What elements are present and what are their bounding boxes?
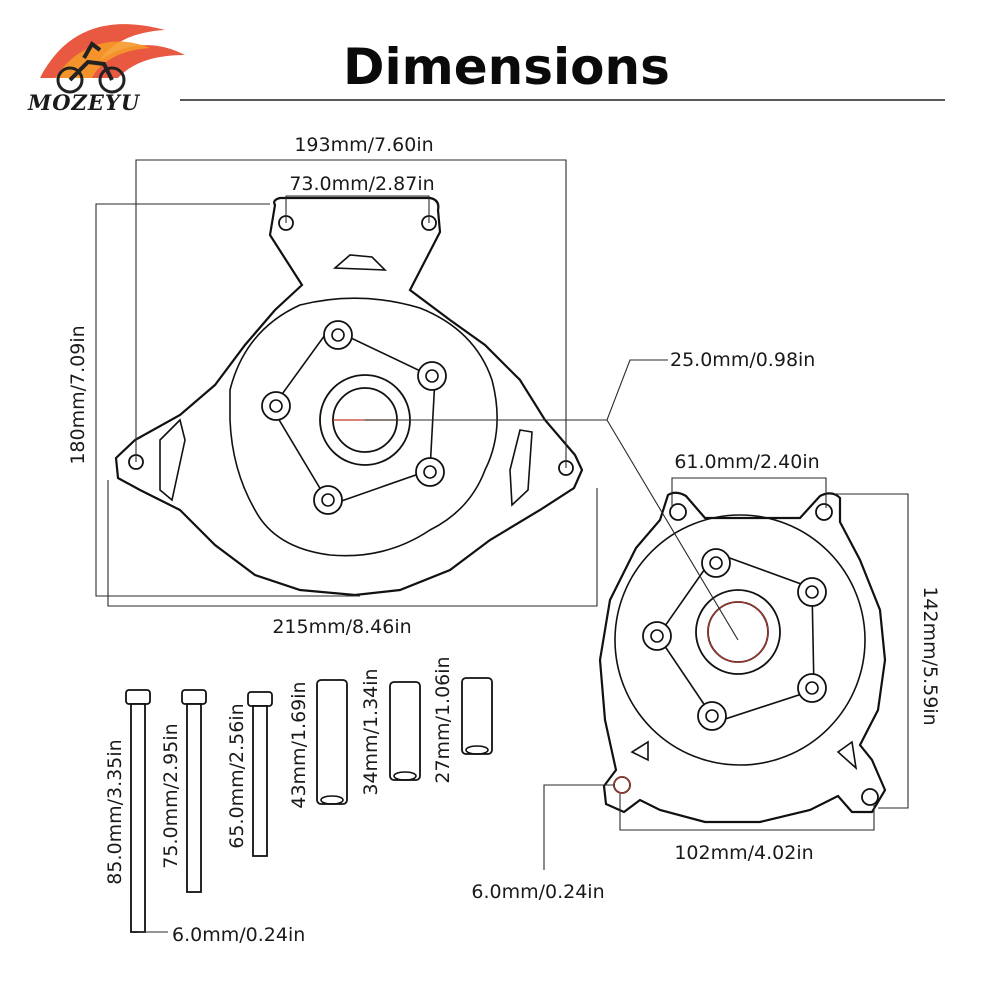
bolt-long	[125, 689, 151, 933]
small-cover-hub	[657, 552, 815, 723]
bolt-diameter-label: 6.0mm/0.24in	[172, 924, 305, 946]
spacer-34mm-label: 34mm/1.34in	[360, 668, 382, 795]
large-cover-height-label: 180mm/7.09in	[67, 325, 89, 464]
small-cover-height-label: 142mm/5.59in	[919, 586, 941, 725]
small-cover-center-ring-mark	[707, 601, 769, 663]
spacer-43mm	[316, 679, 348, 805]
brand-logo: MOZEYU	[27, 24, 185, 115]
large-cover-slot-left	[159, 418, 186, 502]
small-cover-top-hole-left	[669, 503, 687, 521]
small-cover-dimensions	[365, 359, 909, 870]
bolt-medium-label: 75.0mm/2.95in	[160, 723, 182, 868]
small-cover-top-spacing-label: 61.0mm/2.40in	[674, 451, 819, 473]
bolt-short	[247, 691, 273, 857]
spacer-27mm	[461, 677, 493, 755]
small-cover-center-hole-label: 25.0mm/0.98in	[670, 349, 815, 371]
small-cover-inner-ring	[614, 514, 866, 766]
bolt-medium	[181, 689, 207, 893]
page-title: Dimensions	[343, 38, 670, 96]
bolt-short-label: 65.0mm/2.56in	[226, 703, 248, 848]
spacer-34mm	[389, 681, 421, 781]
spacer-43mm-label: 43mm/1.69in	[288, 681, 310, 808]
small-cover-slot-right	[836, 740, 858, 771]
large-cover-drawing	[114, 196, 584, 597]
large-cover-base-width-label: 215mm/8.46in	[272, 616, 411, 638]
small-cover-slot-left	[630, 740, 649, 762]
large-cover-inner-ring	[229, 297, 498, 557]
spacer-27mm-label: 27mm/1.06in	[432, 656, 454, 783]
large-cover-bolt-heads	[261, 320, 447, 515]
small-cover-drawing	[598, 491, 887, 824]
small-cover-top-hole-right	[815, 503, 833, 521]
small-cover-mount-hole-label: 6.0mm/0.24in	[471, 881, 604, 903]
small-cover-bottom-spacing-label: 102mm/4.02in	[674, 842, 813, 864]
large-cover-slot-right	[509, 429, 533, 507]
small-cover-bottom-hole-right	[861, 788, 879, 806]
bolt-long-label: 85.0mm/3.35in	[104, 739, 126, 884]
large-cover-dimensions	[95, 159, 598, 607]
small-cover-bolt-heads	[642, 548, 827, 731]
large-cover-slot-top	[332, 254, 388, 271]
large-cover-top-spacing-label: 73.0mm/2.87in	[289, 173, 434, 195]
large-cover-width-label: 193mm/7.60in	[294, 134, 433, 156]
brand-name: MOZEYU	[27, 90, 141, 115]
